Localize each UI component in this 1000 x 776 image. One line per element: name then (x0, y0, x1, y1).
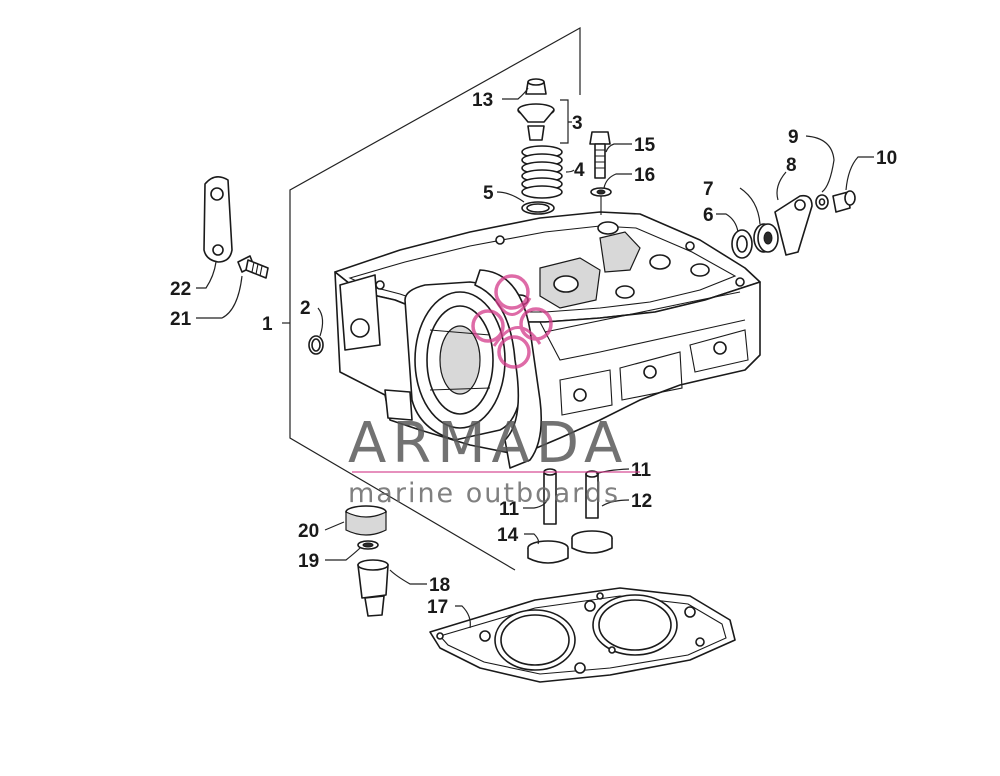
callout-4: 4 (574, 160, 585, 181)
spring-seat-5[interactable] (521, 201, 555, 215)
washer-9[interactable] (815, 194, 829, 210)
armada-logo-icon (471, 274, 553, 369)
callout-9: 9 (788, 127, 799, 148)
plug-10[interactable] (832, 190, 856, 213)
callout-21: 21 (170, 309, 192, 330)
assembly-bracket-lines (289, 26, 581, 571)
bracket-22[interactable] (203, 176, 233, 263)
callout-11-top: 11 (631, 460, 652, 481)
seal-6-7[interactable] (731, 223, 779, 259)
cover-plate-8[interactable] (774, 194, 813, 256)
callout-20: 20 (298, 521, 319, 542)
callout-19: 19 (298, 551, 319, 572)
valve-retainer-set-3[interactable] (517, 103, 555, 141)
watermark-subtitle: marine outboards (348, 478, 620, 509)
callout-22: 22 (170, 279, 191, 300)
oring-2[interactable] (308, 335, 324, 355)
fitting-18[interactable] (357, 559, 389, 617)
callout-6: 6 (703, 205, 714, 226)
clip-19[interactable] (357, 540, 379, 550)
washer-16[interactable] (590, 187, 612, 215)
callout-12: 12 (631, 491, 652, 512)
callout-7: 7 (703, 179, 714, 200)
callout-10: 10 (876, 148, 897, 169)
callout-18: 18 (429, 575, 450, 596)
bolt-21[interactable] (237, 255, 269, 279)
callout-11-left: 11 (499, 499, 520, 520)
head-gasket-17[interactable] (429, 587, 736, 683)
leader-lines (196, 87, 874, 629)
callout-5: 5 (483, 183, 494, 204)
bolt-15[interactable] (589, 131, 611, 179)
callout-8: 8 (786, 155, 797, 176)
cap-20[interactable] (345, 505, 387, 536)
valve-spring-4[interactable] (521, 145, 563, 199)
callout-3: 3 (572, 113, 583, 134)
callout-13: 13 (472, 90, 493, 111)
callout-14: 14 (497, 525, 519, 546)
callout-1: 1 (262, 314, 273, 335)
armada-watermark: ARMADA marine outboards (348, 274, 640, 509)
valve-spring-retainer-13[interactable] (525, 78, 547, 95)
valve-seat-12[interactable] (571, 530, 613, 554)
callout-17: 17 (427, 597, 448, 618)
callout-labels: 1 2 3 4 5 6 7 8 9 10 11 11 12 13 14 15 1… (170, 90, 897, 618)
callout-15: 15 (634, 135, 656, 156)
callout-16: 16 (634, 165, 655, 186)
valve-seat-14[interactable] (527, 540, 569, 564)
cylinder-head[interactable] (334, 211, 761, 469)
watermark-title: ARMADA (348, 411, 628, 476)
callout-2: 2 (300, 298, 311, 319)
